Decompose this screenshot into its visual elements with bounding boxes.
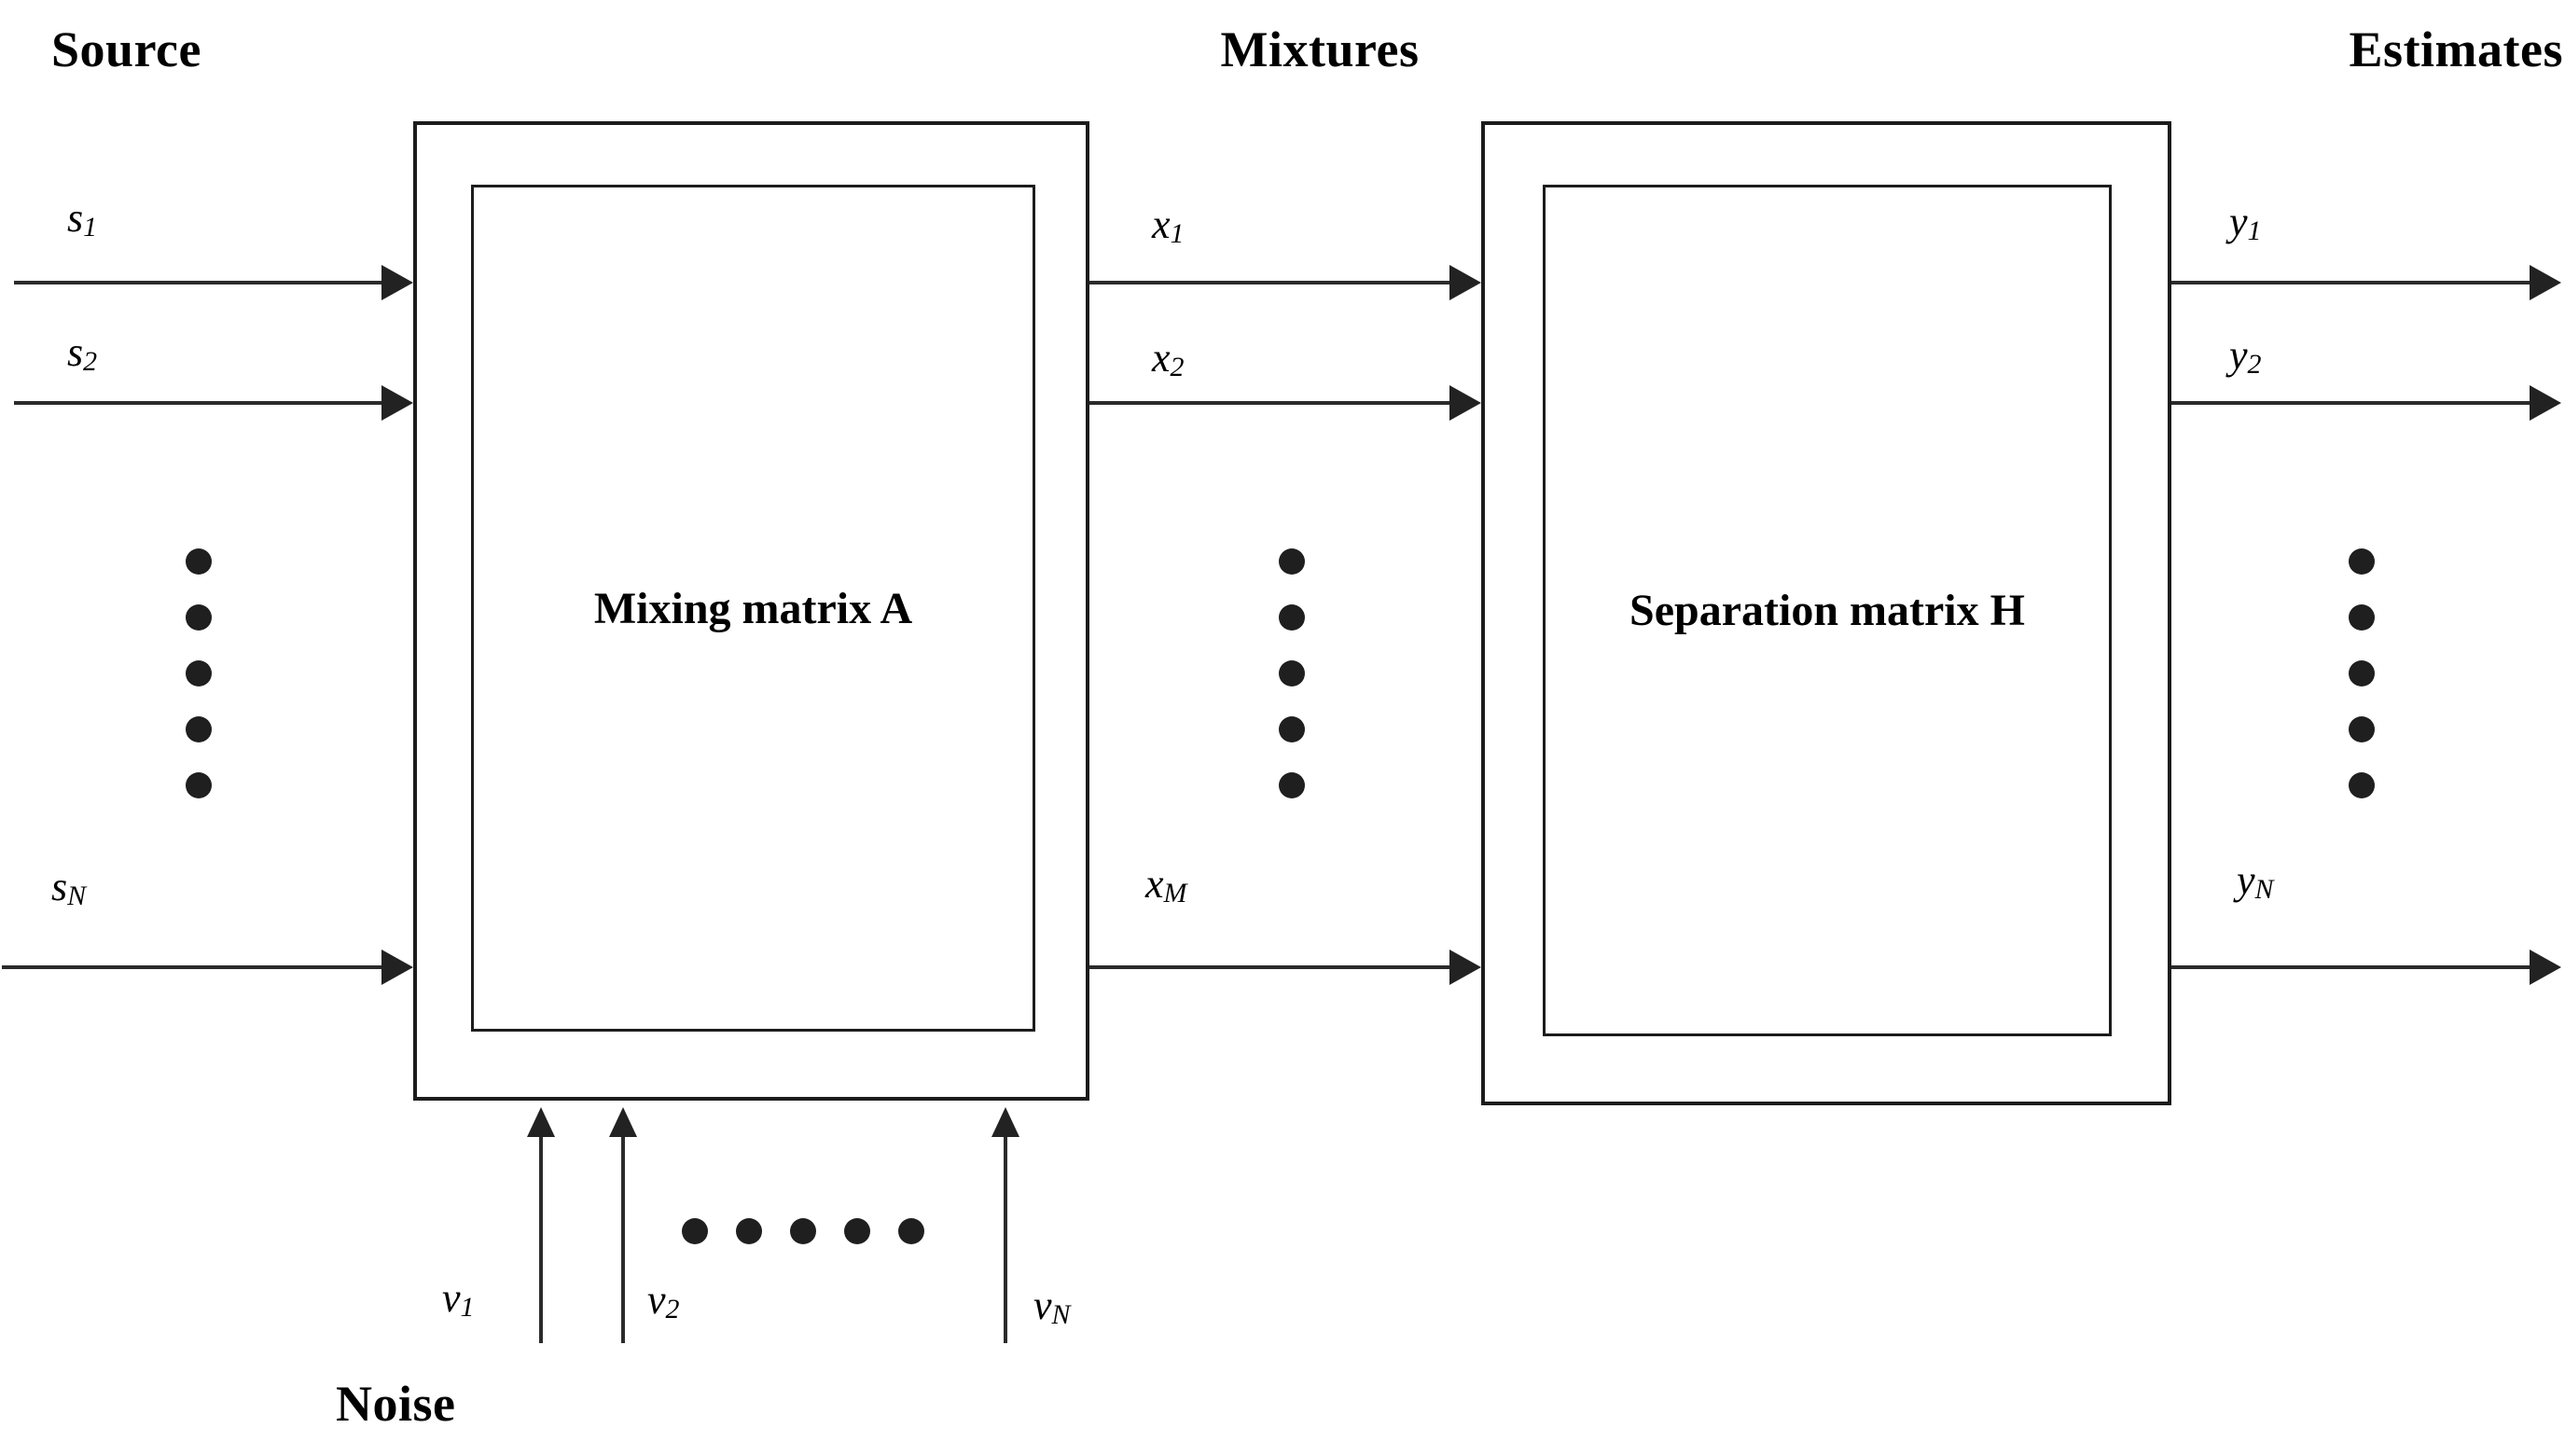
arrowhead-icon [991, 1107, 1019, 1137]
label-y2: y2 [2229, 332, 2262, 381]
arrow-xM [1089, 950, 1481, 985]
arrowhead-icon [527, 1107, 555, 1137]
arrow-x2 [1089, 385, 1481, 421]
arrowhead-icon [1449, 385, 1481, 421]
separation-matrix-box: Separation matrix H [1481, 121, 2171, 1105]
estimates-heading: Estimates [2349, 21, 2563, 77]
arrowhead-icon [381, 385, 413, 421]
arrowhead-icon [609, 1107, 637, 1137]
arrow-yN [2171, 950, 2561, 985]
noise-heading: Noise [336, 1376, 456, 1432]
separation-matrix-inner-box: Separation matrix H [1543, 185, 2112, 1036]
arrow-s2 [14, 385, 413, 421]
arrowhead-icon [381, 950, 413, 985]
source-heading: Source [51, 21, 201, 77]
mixing-matrix-inner-box: Mixing matrix A [471, 185, 1035, 1032]
arrow-y1 [2171, 265, 2561, 300]
label-y1: y1 [2229, 199, 2262, 247]
label-x2: x2 [1152, 335, 1185, 383]
mixtures-heading: Mixtures [1220, 21, 1420, 77]
arrowhead-icon [2530, 265, 2561, 300]
arrowhead-icon [1449, 950, 1481, 985]
ellipsis-vertical-source-icon [186, 548, 212, 798]
arrow-s1 [14, 265, 413, 300]
arrow-sN [2, 950, 413, 985]
label-s1: s1 [67, 195, 98, 243]
ellipsis-vertical-mixtures-icon [1279, 548, 1305, 798]
label-v1: v1 [442, 1275, 475, 1324]
label-xM: xM [1145, 861, 1187, 909]
label-s2: s2 [67, 329, 98, 378]
label-x1: x1 [1152, 201, 1185, 250]
arrow-vN [991, 1107, 1019, 1343]
arrow-x1 [1089, 265, 1481, 300]
mixing-matrix-label: Mixing matrix A [593, 583, 913, 633]
arrowhead-icon [2530, 950, 2561, 985]
arrow-v2 [609, 1107, 637, 1343]
arrowhead-icon [1449, 265, 1481, 300]
label-v2: v2 [647, 1277, 680, 1325]
arrow-v1 [527, 1107, 555, 1343]
label-yN: yN [2237, 857, 2274, 906]
label-vN: vN [1033, 1283, 1071, 1331]
label-sN: sN [51, 864, 87, 912]
ellipsis-vertical-estimates-icon [2349, 548, 2375, 798]
ellipsis-horizontal-noise-icon [682, 1218, 924, 1244]
separation-matrix-label: Separation matrix H [1629, 586, 2025, 635]
arrowhead-icon [2530, 385, 2561, 421]
arrowhead-icon [381, 265, 413, 300]
mixing-matrix-box: Mixing matrix A [413, 121, 1089, 1101]
arrow-y2 [2171, 385, 2561, 421]
